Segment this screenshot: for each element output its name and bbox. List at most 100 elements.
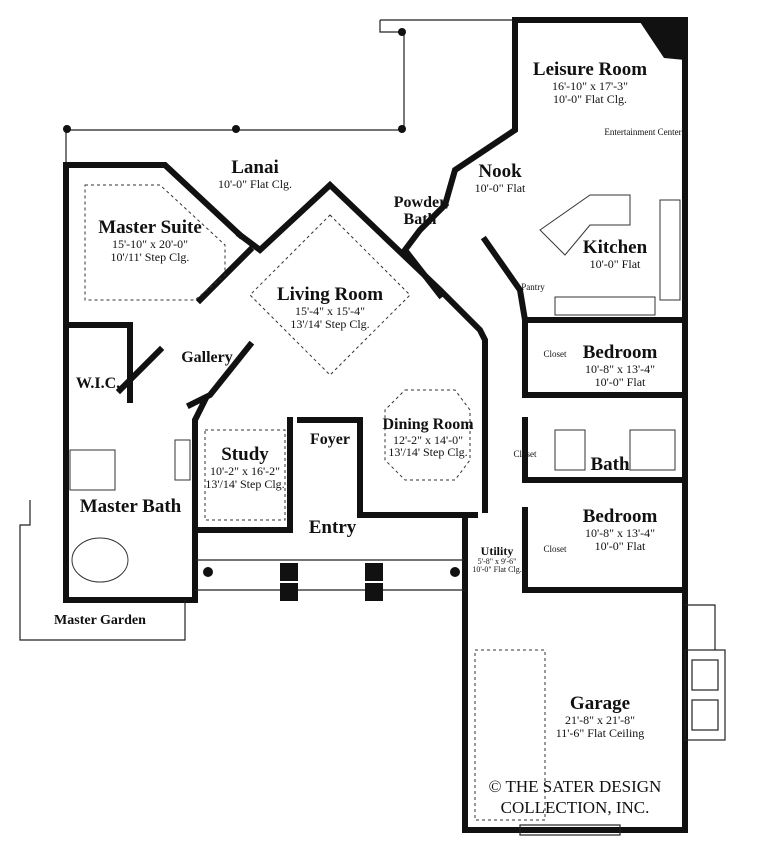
column [232, 125, 240, 133]
study-wall [192, 417, 293, 533]
room-ceiling: 10'-0" Flat [594, 374, 646, 389]
room-name: Bedroom [582, 506, 658, 527]
lanai-label: Lanai 10'-0" Flat Clg. [195, 158, 315, 191]
master-suite-north-wall [63, 162, 245, 240]
dining-wall [297, 417, 478, 518]
master-vanity [174, 439, 191, 481]
room-dimensions: 5'-8" x 9'-6" [477, 556, 517, 566]
room-name: Nook [478, 161, 522, 182]
room-ceiling: 10'-0" Flat [594, 538, 646, 553]
master-bath-label: Master Bath [79, 496, 182, 517]
dining-room-label: Dining Room 12'-2" x 14'-0" 13'/14' Step… [368, 416, 488, 460]
pantry-label: Pantry [521, 282, 545, 292]
entertainment-corner [640, 22, 685, 60]
room-name: Dining Room [382, 416, 474, 433]
leisure-wall [512, 17, 688, 318]
gallery-wall [185, 340, 255, 410]
room-dimensions: 21'-8" x 21'-8" [564, 712, 636, 727]
room-name: Master Suite [98, 217, 202, 238]
room-name: Leisure Room [532, 59, 648, 80]
entry-label: Entry [308, 517, 357, 538]
room-dimensions: 10'-8" x 13'-4" [584, 525, 656, 540]
powder-wall [401, 200, 450, 300]
bath-label: Bath [590, 454, 630, 475]
wic-wall [63, 322, 133, 403]
column [63, 125, 71, 133]
kitchen-label: Kitchen 10'-0" Flat [570, 238, 660, 271]
closet-3-label: Closet [543, 544, 567, 554]
kitchen-counter [554, 296, 656, 316]
living-room-label: Living Room 15'-4" x 15'-4" 13'/14' Step… [265, 285, 395, 330]
closet-2-label: Closet [513, 449, 537, 459]
closet-1-label: Closet [543, 349, 567, 359]
bedroom-2-label: Bedroom 10'-8" x 13'-4" 10'-0" Flat [570, 507, 670, 552]
room-ceiling: 10'-0" Flat Clg. [472, 564, 522, 574]
utility-label: Utility 5'-8" x 9'-6" 10'-0" Flat Clg. [472, 545, 522, 574]
room-ceiling: 13'/14' Step Clg. [290, 316, 370, 331]
bedroom1-wall [522, 317, 688, 398]
lanai-roof-line [66, 20, 405, 131]
master-garden-outline [19, 500, 186, 641]
room-name: Utility [480, 544, 514, 558]
vanity [554, 429, 586, 471]
room-dimensions: 15'-10" x 20'-0" [111, 236, 189, 251]
room-ceiling: 10'-0" Flat Clg. [552, 91, 628, 106]
porch-column [280, 563, 298, 581]
living-walls [235, 180, 488, 513]
nook-wall [441, 19, 518, 209]
kitchen-wall [480, 235, 688, 323]
room-ceiling: 10'/11' Step Clg. [110, 249, 190, 264]
room-ceiling: 11'-6" Flat Ceiling [555, 725, 645, 740]
master-shower [69, 449, 116, 491]
room-ceiling: 13'/14' Step Clg. [205, 476, 285, 491]
porch-column [365, 563, 383, 581]
nook-label: Nook 10'-0" Flat [455, 162, 545, 195]
master-suite-ceiling [84, 184, 226, 301]
column [398, 125, 406, 133]
study-label: Study 10'-2" x 16'-2" 13'/14' Step Clg. [195, 445, 295, 490]
foyer-label: Foyer [310, 431, 350, 448]
copyright-label: © THE SATER DESIGN COLLECTION, INC. [480, 776, 670, 819]
entertainment-center-label: Entertainment Center [604, 127, 682, 137]
powder-bath-label: Powder Bath [385, 194, 455, 229]
garage-door [519, 824, 621, 836]
bedroom2-wall [522, 507, 688, 593]
dining-ceiling [384, 389, 471, 481]
bathtub [629, 429, 676, 471]
room-name: Study [221, 444, 269, 465]
room-ceiling: 10'-0" Flat [589, 256, 641, 271]
room-name: Lanai [231, 157, 279, 178]
room-dimensions: 15'-4" x 15'-4" [294, 303, 366, 318]
bath-wall [522, 417, 688, 483]
room-dimensions: 10'-8" x 13'-4" [584, 361, 656, 376]
porch-column [280, 583, 298, 601]
room-name: Bath [403, 210, 437, 228]
master-suite-label: Master Suite 15'-10" x 20'-0" 10'/11' St… [80, 218, 220, 263]
study-ceiling [204, 429, 286, 521]
garage-label: Garage 21'-8" x 21'-8" 11'-6" Flat Ceili… [535, 694, 665, 739]
copyright-line: COLLECTION, INC. [500, 798, 650, 818]
room-ceiling: 10'-0" Flat Clg. [217, 176, 293, 191]
room-ceiling: 13'/14' Step Clg. [388, 445, 468, 460]
column [203, 567, 213, 577]
room-ceiling: 10'-0" Flat [474, 180, 526, 195]
room-dimensions: 16'-10" x 17'-3" [551, 78, 629, 93]
master-tub [71, 537, 129, 583]
kitchen-counter [659, 199, 681, 301]
leisure-room-label: Leisure Room 16'-10" x 17'-3" 10'-0" Fla… [520, 60, 660, 105]
column [398, 28, 406, 36]
garage-side-structure [684, 649, 726, 741]
room-name: Kitchen [582, 237, 648, 258]
copyright-line: © THE SATER DESIGN [488, 777, 662, 796]
gallery-label: Gallery [181, 349, 233, 366]
column [450, 567, 460, 577]
porch-column [365, 583, 383, 601]
room-name: Garage [569, 693, 631, 714]
master-bath-wall [63, 395, 210, 603]
room-name: Bedroom [582, 342, 658, 363]
bedroom-1-label: Bedroom 10'-8" x 13'-4" 10'-0" Flat [570, 343, 670, 388]
room-name: Powder [393, 194, 447, 211]
wic-label: W.I.C. [75, 375, 121, 392]
room-name: Living Room [276, 284, 384, 305]
